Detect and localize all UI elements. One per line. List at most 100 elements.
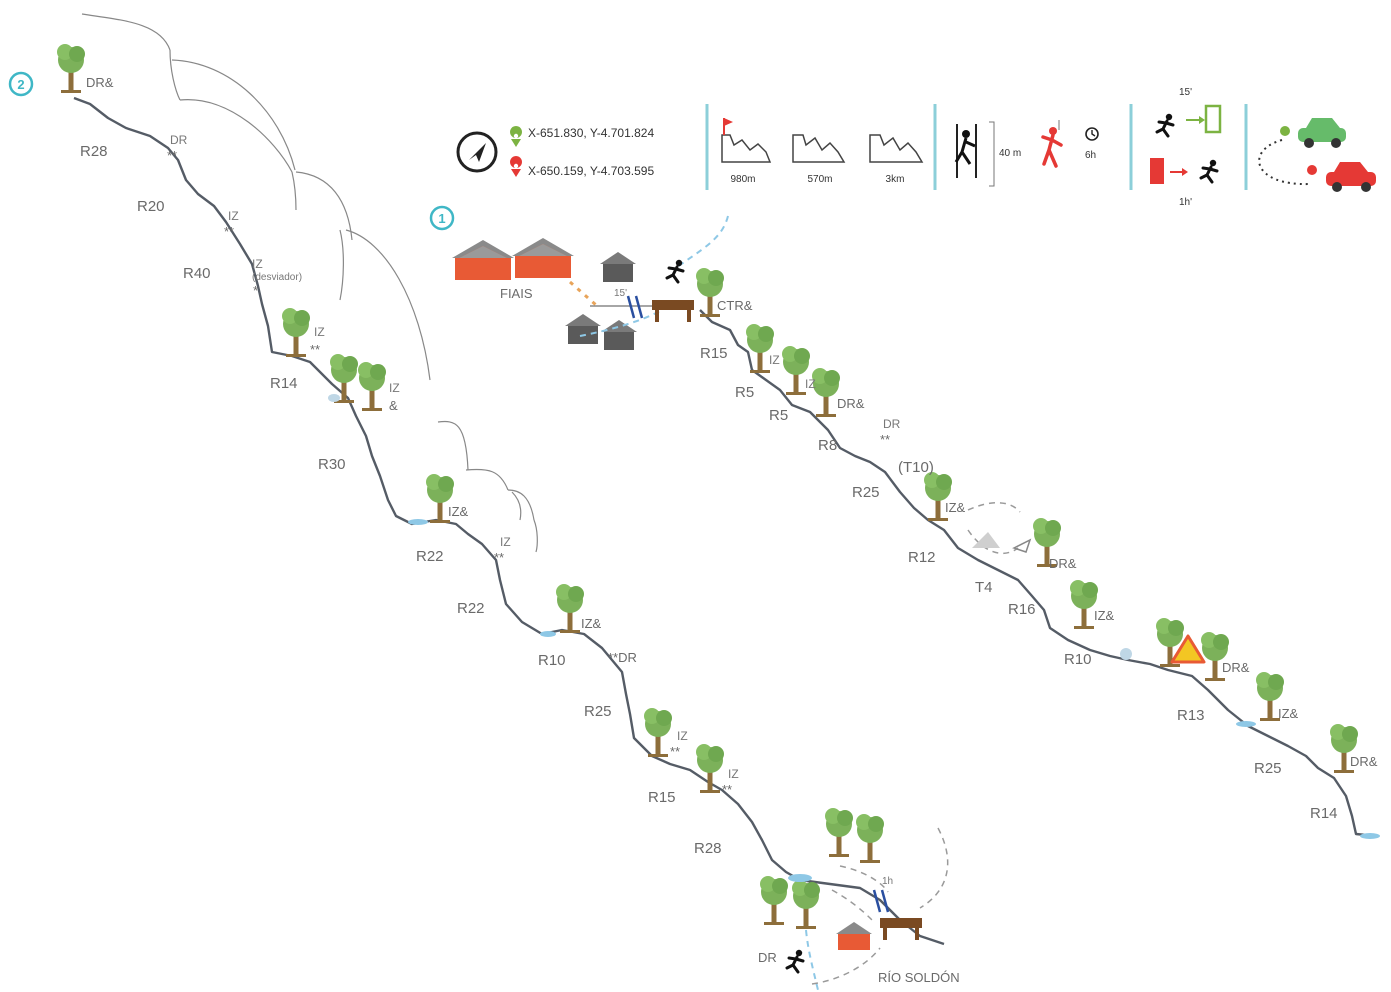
- rappel-label: **: [310, 342, 320, 357]
- approach-arrow-icon: [1186, 104, 1222, 134]
- descent-icon: [792, 134, 846, 163]
- rappel-label: IZ&: [581, 616, 602, 631]
- hut-icon: [600, 252, 636, 282]
- rappel-label: R22: [416, 548, 444, 565]
- tree-icon: [696, 744, 724, 793]
- rappel-label: IZ: [228, 209, 239, 223]
- rappel-label: (T10): [898, 459, 934, 476]
- rappel-label: R5: [735, 384, 754, 401]
- rappel-label: IZ&: [1094, 608, 1115, 623]
- rappel-label: R14: [270, 375, 298, 392]
- return-time: 1h': [1179, 197, 1192, 208]
- rappel-label: R25: [852, 484, 880, 501]
- rappel-label: T4: [975, 579, 993, 596]
- rappel-label: IZ: [500, 535, 511, 549]
- exit-direction: DR: [758, 950, 777, 965]
- rappel-label: IZ&: [945, 500, 966, 515]
- tree-icon: [358, 362, 386, 411]
- descent-height: 570m: [807, 174, 832, 185]
- altitude-icon: [721, 118, 772, 163]
- rappel-label: *: [253, 283, 258, 298]
- rappel-label: CTR&: [717, 298, 753, 313]
- tree-icon: [556, 584, 584, 633]
- rappel-label: **DR: [608, 650, 637, 665]
- rappel-label: DR&: [1049, 556, 1077, 571]
- rappel-label: R25: [1254, 760, 1282, 777]
- rappel-label: R12: [908, 549, 936, 566]
- rappel-label: DR: [170, 133, 188, 147]
- start-coordinates: X-651.830, Y-4.701.824: [528, 126, 654, 140]
- return-walker-icon: [1199, 158, 1219, 184]
- rappel-label: IZ: [728, 767, 739, 781]
- rappel-label: R40: [183, 265, 211, 282]
- tree-icon: [792, 880, 820, 929]
- rappel-label: R22: [457, 600, 485, 617]
- river-section-2: [73, 96, 945, 946]
- rappel-label: DR&: [86, 75, 114, 90]
- tree-icon: [856, 814, 884, 863]
- section-2-number: 2: [17, 77, 24, 92]
- end-place: RÍO SOLDÓN: [878, 970, 960, 985]
- rappel-label: IZ: [769, 353, 780, 367]
- start-pin-icon: [510, 126, 523, 147]
- rappel-label: R15: [648, 789, 676, 806]
- tree-icon: [812, 368, 840, 417]
- approach-time: 15': [1179, 87, 1192, 98]
- rappel-label: DR&: [1222, 660, 1250, 675]
- house-icon: [836, 922, 872, 950]
- walk-time: 15': [614, 288, 627, 299]
- rappel-label: R16: [1008, 601, 1036, 618]
- rappel-label: DR&: [1350, 754, 1378, 769]
- rappel-label: R28: [80, 143, 108, 160]
- duration: 6h: [1085, 150, 1096, 161]
- shuttle-icon: [1258, 118, 1376, 192]
- bridge-icon: [880, 918, 922, 940]
- rappel-label: IZ: [314, 325, 325, 339]
- house-icon: [512, 238, 574, 278]
- tree-icon: [760, 876, 788, 925]
- section-2: 2 1h: [8, 13, 960, 991]
- rappel-label: R13: [1177, 707, 1205, 724]
- rappel-label: IZ&: [448, 504, 469, 519]
- hut-icon: [601, 320, 637, 350]
- tree-icon: [57, 44, 85, 93]
- rappel-label: (desviador): [252, 272, 302, 283]
- rappel-label: **: [880, 432, 890, 447]
- rappel-label: R10: [538, 652, 566, 669]
- bridge-icon: [652, 300, 694, 322]
- distance: 3km: [886, 174, 905, 185]
- rappel-label: R28: [694, 840, 722, 857]
- rappel-label: IZ: [252, 257, 263, 271]
- climber-icon: [1041, 120, 1063, 168]
- rappel-label: IZ: [677, 729, 688, 743]
- exit-walk-time: 1h: [882, 876, 893, 887]
- rappel-label: R8: [818, 437, 837, 454]
- tree-icon: [282, 308, 310, 357]
- end-pin-icon: [510, 156, 523, 177]
- approach-walker-icon: [1155, 112, 1175, 138]
- return-exit-icon: [1150, 158, 1188, 184]
- rappel-label: IZ: [805, 377, 816, 391]
- warning-icon: [1170, 634, 1206, 664]
- tree-icon: [644, 708, 672, 757]
- clock-icon: [1085, 127, 1099, 141]
- rappel-label: **: [494, 550, 504, 565]
- altitude-start: 980m: [730, 174, 755, 185]
- walker-icon: [785, 948, 805, 974]
- rappel-label: **: [167, 148, 177, 163]
- distance-icon: [869, 134, 924, 163]
- section-1-number: 1: [438, 211, 445, 226]
- rappel-label: **: [722, 782, 732, 797]
- rappel-label: R20: [137, 198, 165, 215]
- walker-icon: [665, 258, 685, 284]
- rappel-label: R30: [318, 456, 346, 473]
- hut-icon: [565, 314, 601, 344]
- rappel-label: IZ: [389, 381, 400, 395]
- rappel-label: DR&: [837, 396, 865, 411]
- max-rappel: 40 m: [999, 148, 1021, 159]
- rappel-label: R5: [769, 407, 788, 424]
- rappel-label: R25: [584, 703, 612, 720]
- rappel-label: IZ&: [1278, 706, 1299, 721]
- house-icon: [452, 240, 514, 280]
- tree-icon: [825, 808, 853, 857]
